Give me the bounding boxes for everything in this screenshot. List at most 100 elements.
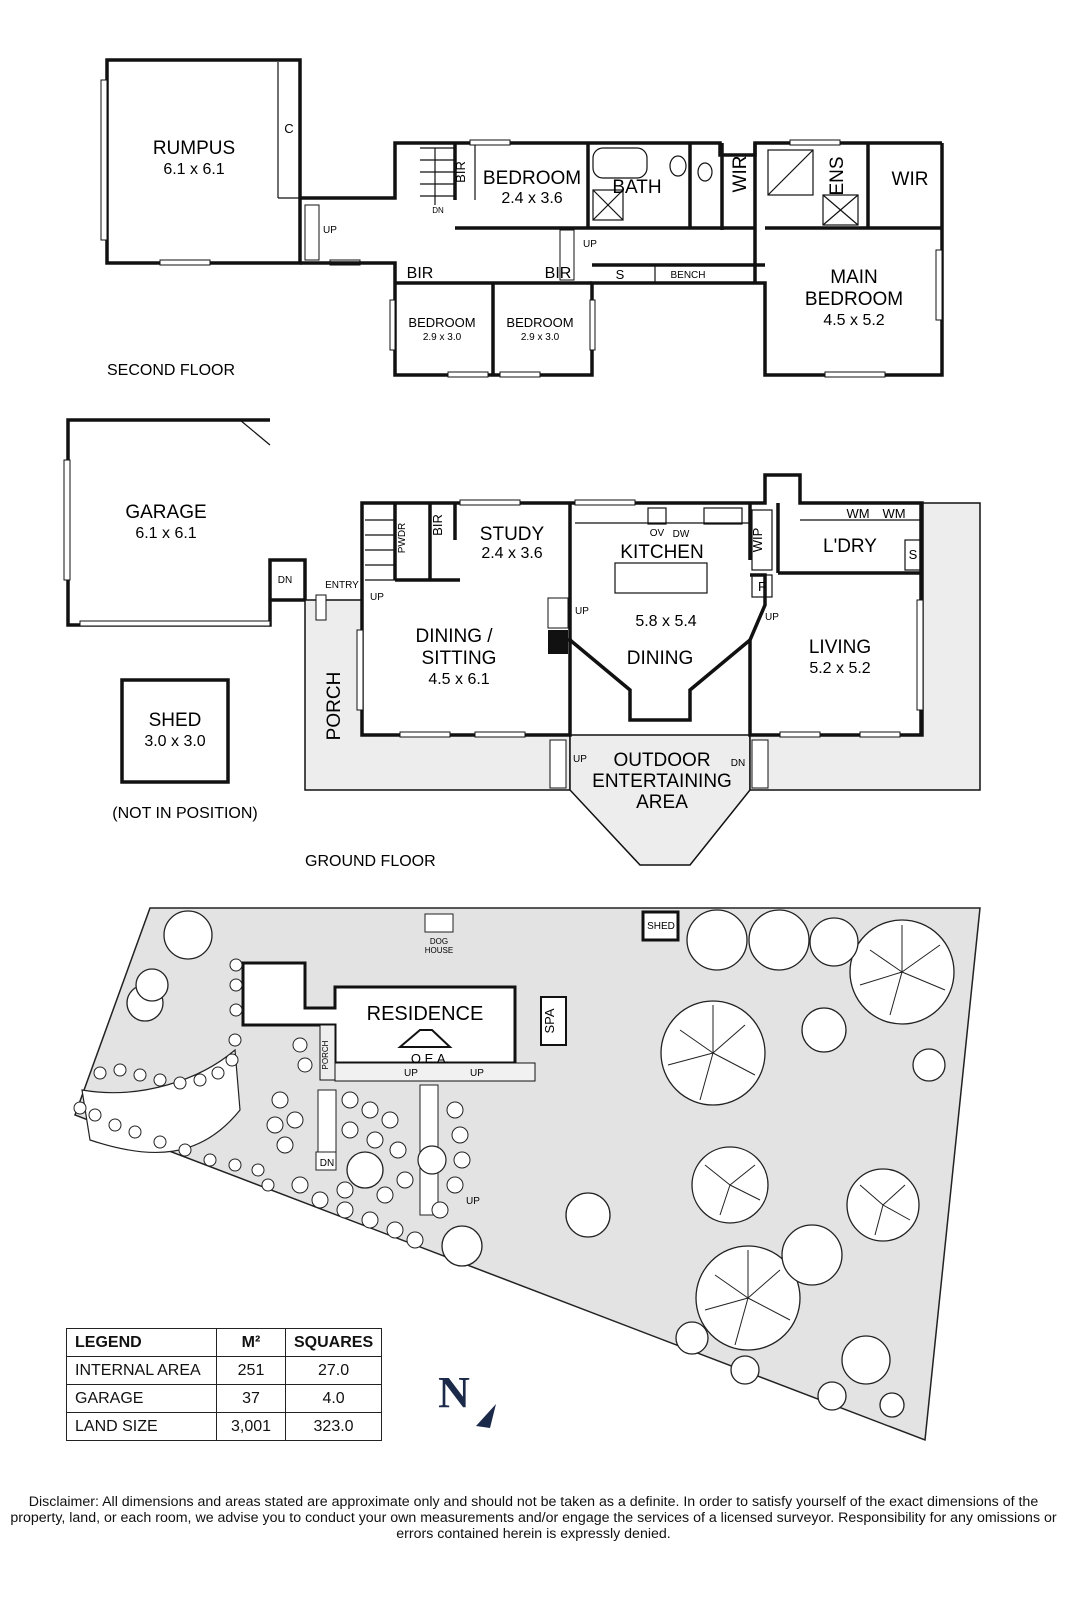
- second-floor-label: SECOND FLOOR: [107, 362, 235, 379]
- laundry-s-label: S: [909, 547, 918, 562]
- site-up-3: UP: [466, 1196, 480, 1207]
- bedroom-left-size: 2.9 x 3.0: [423, 332, 462, 343]
- legend-label: GARAGE: [66, 1384, 217, 1413]
- bir-ground-label: BIR: [430, 514, 445, 536]
- laundry-label: L'DRY: [823, 536, 877, 557]
- kitchen-label: KITCHEN: [620, 542, 703, 563]
- bedroom-upper-size: 2.4 x 3.6: [501, 190, 562, 207]
- study-size: 2.4 x 3.6: [481, 545, 542, 562]
- washing-machine-1-label: WM: [846, 506, 869, 521]
- second-floor-plan: RUMPUS 6.1 x 6.1 C BIR DN BEDROOM 2.4 x …: [100, 58, 944, 379]
- wir-left-label: WIR: [730, 156, 751, 193]
- outdoor-label-1: OUTDOOR: [613, 750, 710, 771]
- legend-m2: 251: [216, 1356, 286, 1385]
- oven-label: OV: [650, 528, 665, 539]
- main-bedroom-label-2: BEDROOM: [805, 289, 903, 310]
- wir-right-label: WIR: [892, 169, 929, 190]
- kitchen-up-label: UP: [575, 606, 589, 617]
- site-shed-label: SHED: [647, 921, 675, 932]
- site-dn: DN: [320, 1158, 334, 1169]
- dining-sitting-label-1: DINING /: [415, 626, 493, 647]
- dishwasher-label: DW: [673, 529, 690, 540]
- bir-stair-label: BIR: [453, 161, 468, 183]
- entry-label: ENTRY: [325, 580, 359, 591]
- outdoor-label-2: ENTERTAINING: [592, 771, 732, 792]
- legend-squares: 4.0: [284, 1384, 383, 1413]
- legend-squares: 323.0: [284, 1412, 383, 1441]
- legend-header-row: LEGEND M² SQUARES: [66, 1328, 383, 1357]
- outdoor-label-3: AREA: [636, 792, 688, 813]
- dining-sitting-label-2: SITTING: [422, 648, 497, 669]
- bedroom-upper-label: BEDROOM: [483, 168, 581, 189]
- bath-label: BATH: [612, 177, 661, 198]
- north-arrow-letter: N: [438, 1368, 470, 1417]
- residence-footprint: [241, 961, 517, 1065]
- legend-squares: 27.0: [284, 1356, 383, 1385]
- oea-dn-label: DN: [731, 758, 745, 769]
- bedroom-right-size: 2.9 x 3.0: [521, 332, 560, 343]
- legend-header-squares: SQUARES: [284, 1328, 383, 1357]
- kitchen-island: [614, 562, 708, 594]
- spa-label: SPA: [542, 1008, 557, 1033]
- site-shed: [641, 910, 680, 942]
- legend-m2: 3,001: [216, 1412, 286, 1441]
- residence-label: RESIDENCE: [367, 1003, 484, 1025]
- site-shrubs: [73, 958, 471, 1249]
- shed-room: [120, 678, 230, 784]
- shed-label: SHED: [149, 710, 202, 731]
- legend-m2: 37: [216, 1384, 286, 1413]
- garage-label: GARAGE: [125, 502, 206, 523]
- bedroom-left-label: BEDROOM: [408, 315, 475, 330]
- main-bedroom-label-1: MAIN: [830, 267, 878, 288]
- bedroom-right-label: BEDROOM: [506, 315, 573, 330]
- shed-note: (NOT IN POSITION): [112, 805, 257, 822]
- rumpus-size: 6.1 x 6.1: [163, 161, 224, 178]
- porch-label: PORCH: [324, 672, 345, 741]
- north-arrow-icon: [476, 1404, 496, 1428]
- legend-row: LAND SIZE 3,001 323.0: [66, 1412, 383, 1441]
- dining-label: DINING: [627, 648, 694, 669]
- dining-sitting-size: 4.5 x 6.1: [428, 671, 489, 688]
- disclaimer-text: Disclaimer: All dimensions and areas sta…: [10, 1494, 1057, 1542]
- site-porch-label: PORCH: [321, 1040, 330, 1069]
- study-label: STUDY: [480, 524, 545, 545]
- second-floor-stairs: [420, 147, 455, 205]
- living-size: 5.2 x 5.2: [809, 660, 870, 677]
- bir-left-label: BIR: [407, 265, 434, 282]
- bench-label: BENCH: [670, 270, 705, 281]
- legend-label: LAND SIZE: [66, 1412, 217, 1441]
- dog-house-label-2: HOUSE: [425, 946, 453, 955]
- up-mid-label: UP: [583, 239, 597, 250]
- living-label: LIVING: [809, 637, 871, 658]
- dog-house-label-1: DOG: [430, 937, 448, 946]
- oea-label: O.E.A.: [411, 1051, 449, 1066]
- washing-machine-2-label: WM: [882, 506, 905, 521]
- garage-room: [66, 418, 307, 627]
- ens-label: ENS: [827, 156, 848, 195]
- legend-row: GARAGE 37 4.0: [66, 1384, 383, 1413]
- shed-size: 3.0 x 3.0: [144, 733, 205, 750]
- ground-floor-label: GROUND FLOOR: [305, 853, 436, 870]
- main-bedroom-size: 4.5 x 5.2: [823, 312, 884, 329]
- pwdr-label: PWDR: [397, 523, 408, 554]
- entry-dn-label: DN: [278, 575, 292, 586]
- rumpus-label: RUMPUS: [153, 138, 235, 159]
- legend-header-m2: M²: [216, 1328, 286, 1357]
- wip-label: WIP: [750, 528, 765, 553]
- fridge-label: F: [758, 579, 766, 594]
- kitchen-size: 5.8 x 5.4: [635, 613, 696, 630]
- site-up-2: UP: [470, 1068, 484, 1079]
- site-trees: [126, 909, 955, 1418]
- stair-dn-label: DN: [432, 206, 444, 215]
- living-up-label: UP: [765, 612, 779, 623]
- stair-up-label: UP: [370, 592, 384, 603]
- bir-right-label: BIR: [545, 265, 572, 282]
- up-left-label: UP: [323, 225, 337, 236]
- site-up-1: UP: [404, 1068, 418, 1079]
- legend-header: LEGEND: [66, 1328, 217, 1357]
- ground-floor-stairs: [365, 519, 395, 581]
- ground-floor-plan: GARAGE 6.1 x 6.1 SHED 3.0 x 3.0 (NOT IN …: [63, 418, 981, 870]
- legend-label: INTERNAL AREA: [66, 1356, 217, 1385]
- garage-size: 6.1 x 6.1: [135, 525, 196, 542]
